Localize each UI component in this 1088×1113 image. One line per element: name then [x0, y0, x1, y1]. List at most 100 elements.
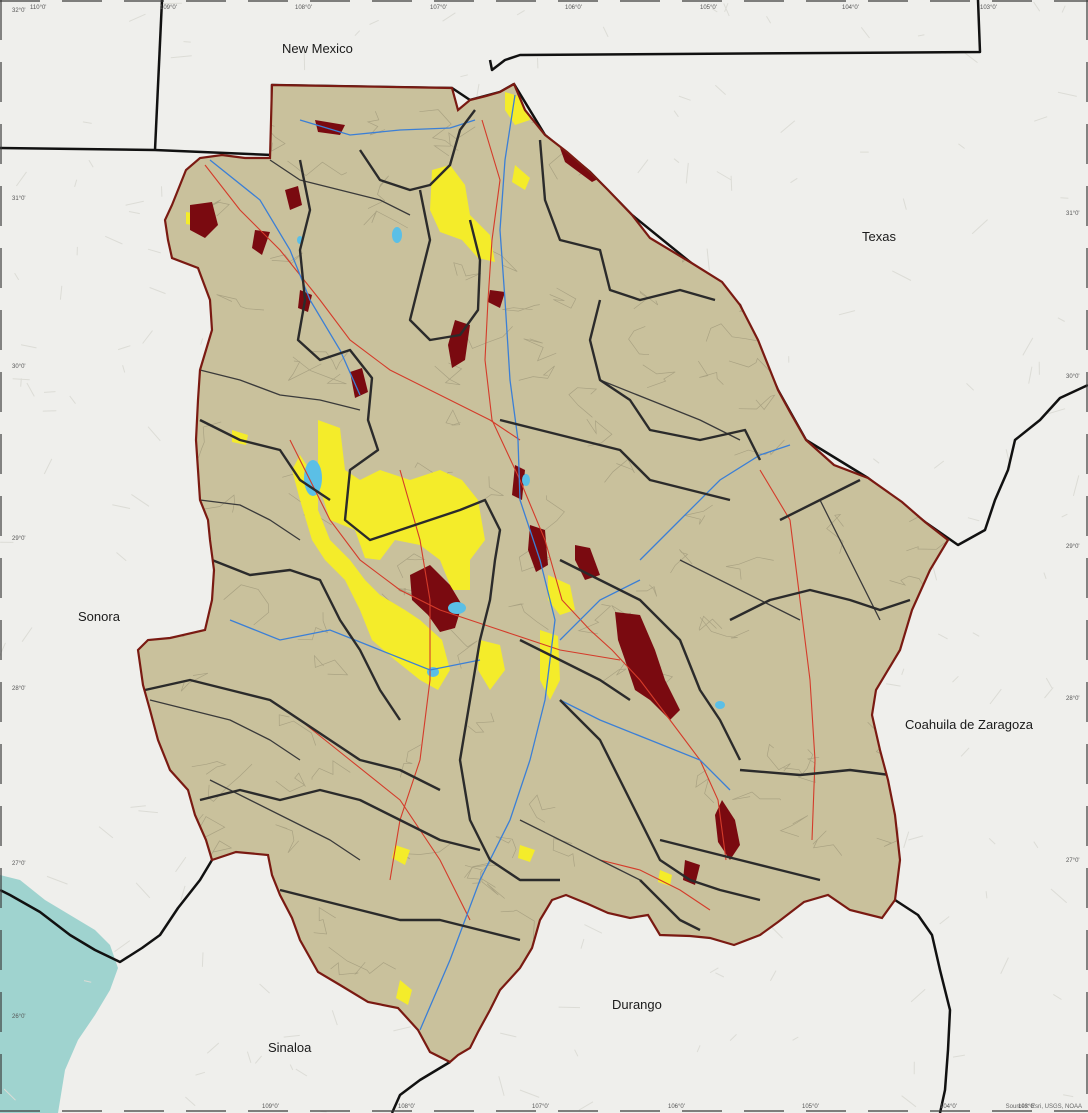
contour-line — [712, 208, 752, 224]
contour-line — [883, 84, 907, 93]
terrain-stroke — [933, 460, 945, 469]
terrain-stroke — [637, 159, 649, 174]
municipal-boundaries-minor — [149, 159, 881, 881]
contour-line — [695, 769, 715, 804]
tick-label-left: 32°0' — [12, 8, 26, 14]
contour-line — [466, 864, 498, 888]
contour-line — [642, 364, 676, 389]
terrain-stroke — [723, 3, 730, 17]
terrain-stroke — [175, 856, 187, 873]
border-sonora-sinaloa — [0, 859, 214, 964]
contour-line — [363, 210, 408, 229]
terrain-stroke — [43, 458, 53, 475]
contour-line — [292, 356, 347, 385]
terrain-stroke — [714, 84, 726, 95]
agriculture-areas — [186, 92, 672, 1005]
contour-line — [766, 743, 791, 772]
tick-label-left: 30°0' — [12, 364, 26, 370]
contour-line — [577, 604, 612, 635]
terrain-stroke — [122, 365, 126, 373]
terrain-stroke — [696, 1045, 701, 1053]
terrain-stroke — [715, 972, 725, 978]
contour-line — [725, 556, 774, 580]
contour-line — [518, 365, 555, 381]
terrain-stroke — [1061, 513, 1068, 518]
terrain-stroke — [1057, 317, 1065, 322]
terrain-stroke — [952, 675, 959, 683]
contour-line — [779, 815, 808, 837]
terrain-stroke — [960, 747, 970, 757]
contour-line — [528, 794, 556, 823]
terrain-stroke — [580, 938, 585, 949]
terrain-stroke — [460, 74, 468, 78]
tick-label-top: 109°0' — [160, 5, 177, 11]
contour-line — [840, 366, 859, 387]
terrain-stroke — [574, 1049, 579, 1057]
border-sonora-north — [0, 146, 273, 157]
contour-line — [518, 549, 552, 572]
terrain-stroke — [908, 835, 924, 841]
tick-label-bottom: 109°0' — [262, 1104, 279, 1110]
terrain-stroke — [685, 162, 689, 184]
terrain-stroke — [972, 632, 980, 637]
terrain-stroke — [1033, 841, 1039, 849]
tick-label-top: 104°0' — [842, 5, 859, 11]
terrain-stroke — [295, 1068, 308, 1077]
terrain-stroke — [602, 26, 609, 38]
contour-line — [854, 979, 881, 1024]
contour-line — [774, 95, 823, 114]
border-sinaloa-durango — [390, 1060, 451, 1113]
contour-line — [330, 961, 366, 976]
terrain-stroke — [0, 642, 6, 657]
terrain-stroke — [130, 805, 146, 808]
contour-line — [223, 584, 270, 626]
label-texas: Texas — [862, 229, 896, 244]
terrain-stroke — [98, 826, 114, 839]
contour-line — [445, 409, 461, 426]
tick-label-right: 28°0' — [1066, 696, 1080, 702]
terrain-stroke — [872, 458, 880, 464]
terrain-stroke — [1057, 91, 1077, 97]
tick-label-bottom: 108°0' — [398, 1104, 415, 1110]
terrain-stroke — [185, 1096, 196, 1107]
contour-line — [699, 617, 750, 639]
contour-line — [399, 744, 422, 778]
contour-line — [787, 367, 826, 418]
terrain-stroke — [730, 175, 733, 191]
tick-label-left: 26°0' — [12, 1014, 26, 1020]
terrain-stroke — [1053, 993, 1062, 1000]
contour-line — [673, 998, 703, 1042]
contour-line — [204, 494, 235, 513]
terrain-stroke — [21, 627, 33, 642]
terrain-stroke — [988, 838, 996, 845]
contour-line — [716, 136, 770, 153]
terrain-stroke — [729, 1034, 737, 1041]
terrain-stroke — [985, 891, 988, 899]
contour-line — [160, 861, 198, 884]
terrain-stroke — [131, 493, 150, 507]
contour-line — [508, 603, 549, 630]
terrain-stroke — [792, 1036, 799, 1041]
contour-line — [366, 111, 386, 136]
terrain-stroke — [500, 1032, 517, 1038]
contour-line — [636, 584, 658, 597]
terrain-stroke — [442, 12, 456, 22]
terrain-stroke — [114, 940, 131, 953]
contour-line — [419, 109, 459, 151]
terrain-stroke — [147, 426, 161, 442]
contour-line — [523, 338, 557, 362]
contour-line — [562, 986, 593, 1006]
contour-line — [164, 270, 186, 305]
contour-line — [201, 923, 227, 947]
terrain-stroke — [578, 1101, 594, 1111]
terrain-stroke — [516, 9, 525, 16]
contour-line — [313, 906, 336, 935]
contour-line — [288, 360, 322, 381]
contour-line — [906, 538, 948, 554]
municipal-boundaries — [144, 109, 911, 942]
contour-line — [287, 160, 347, 177]
tick-label-left: 27°0' — [12, 861, 26, 867]
